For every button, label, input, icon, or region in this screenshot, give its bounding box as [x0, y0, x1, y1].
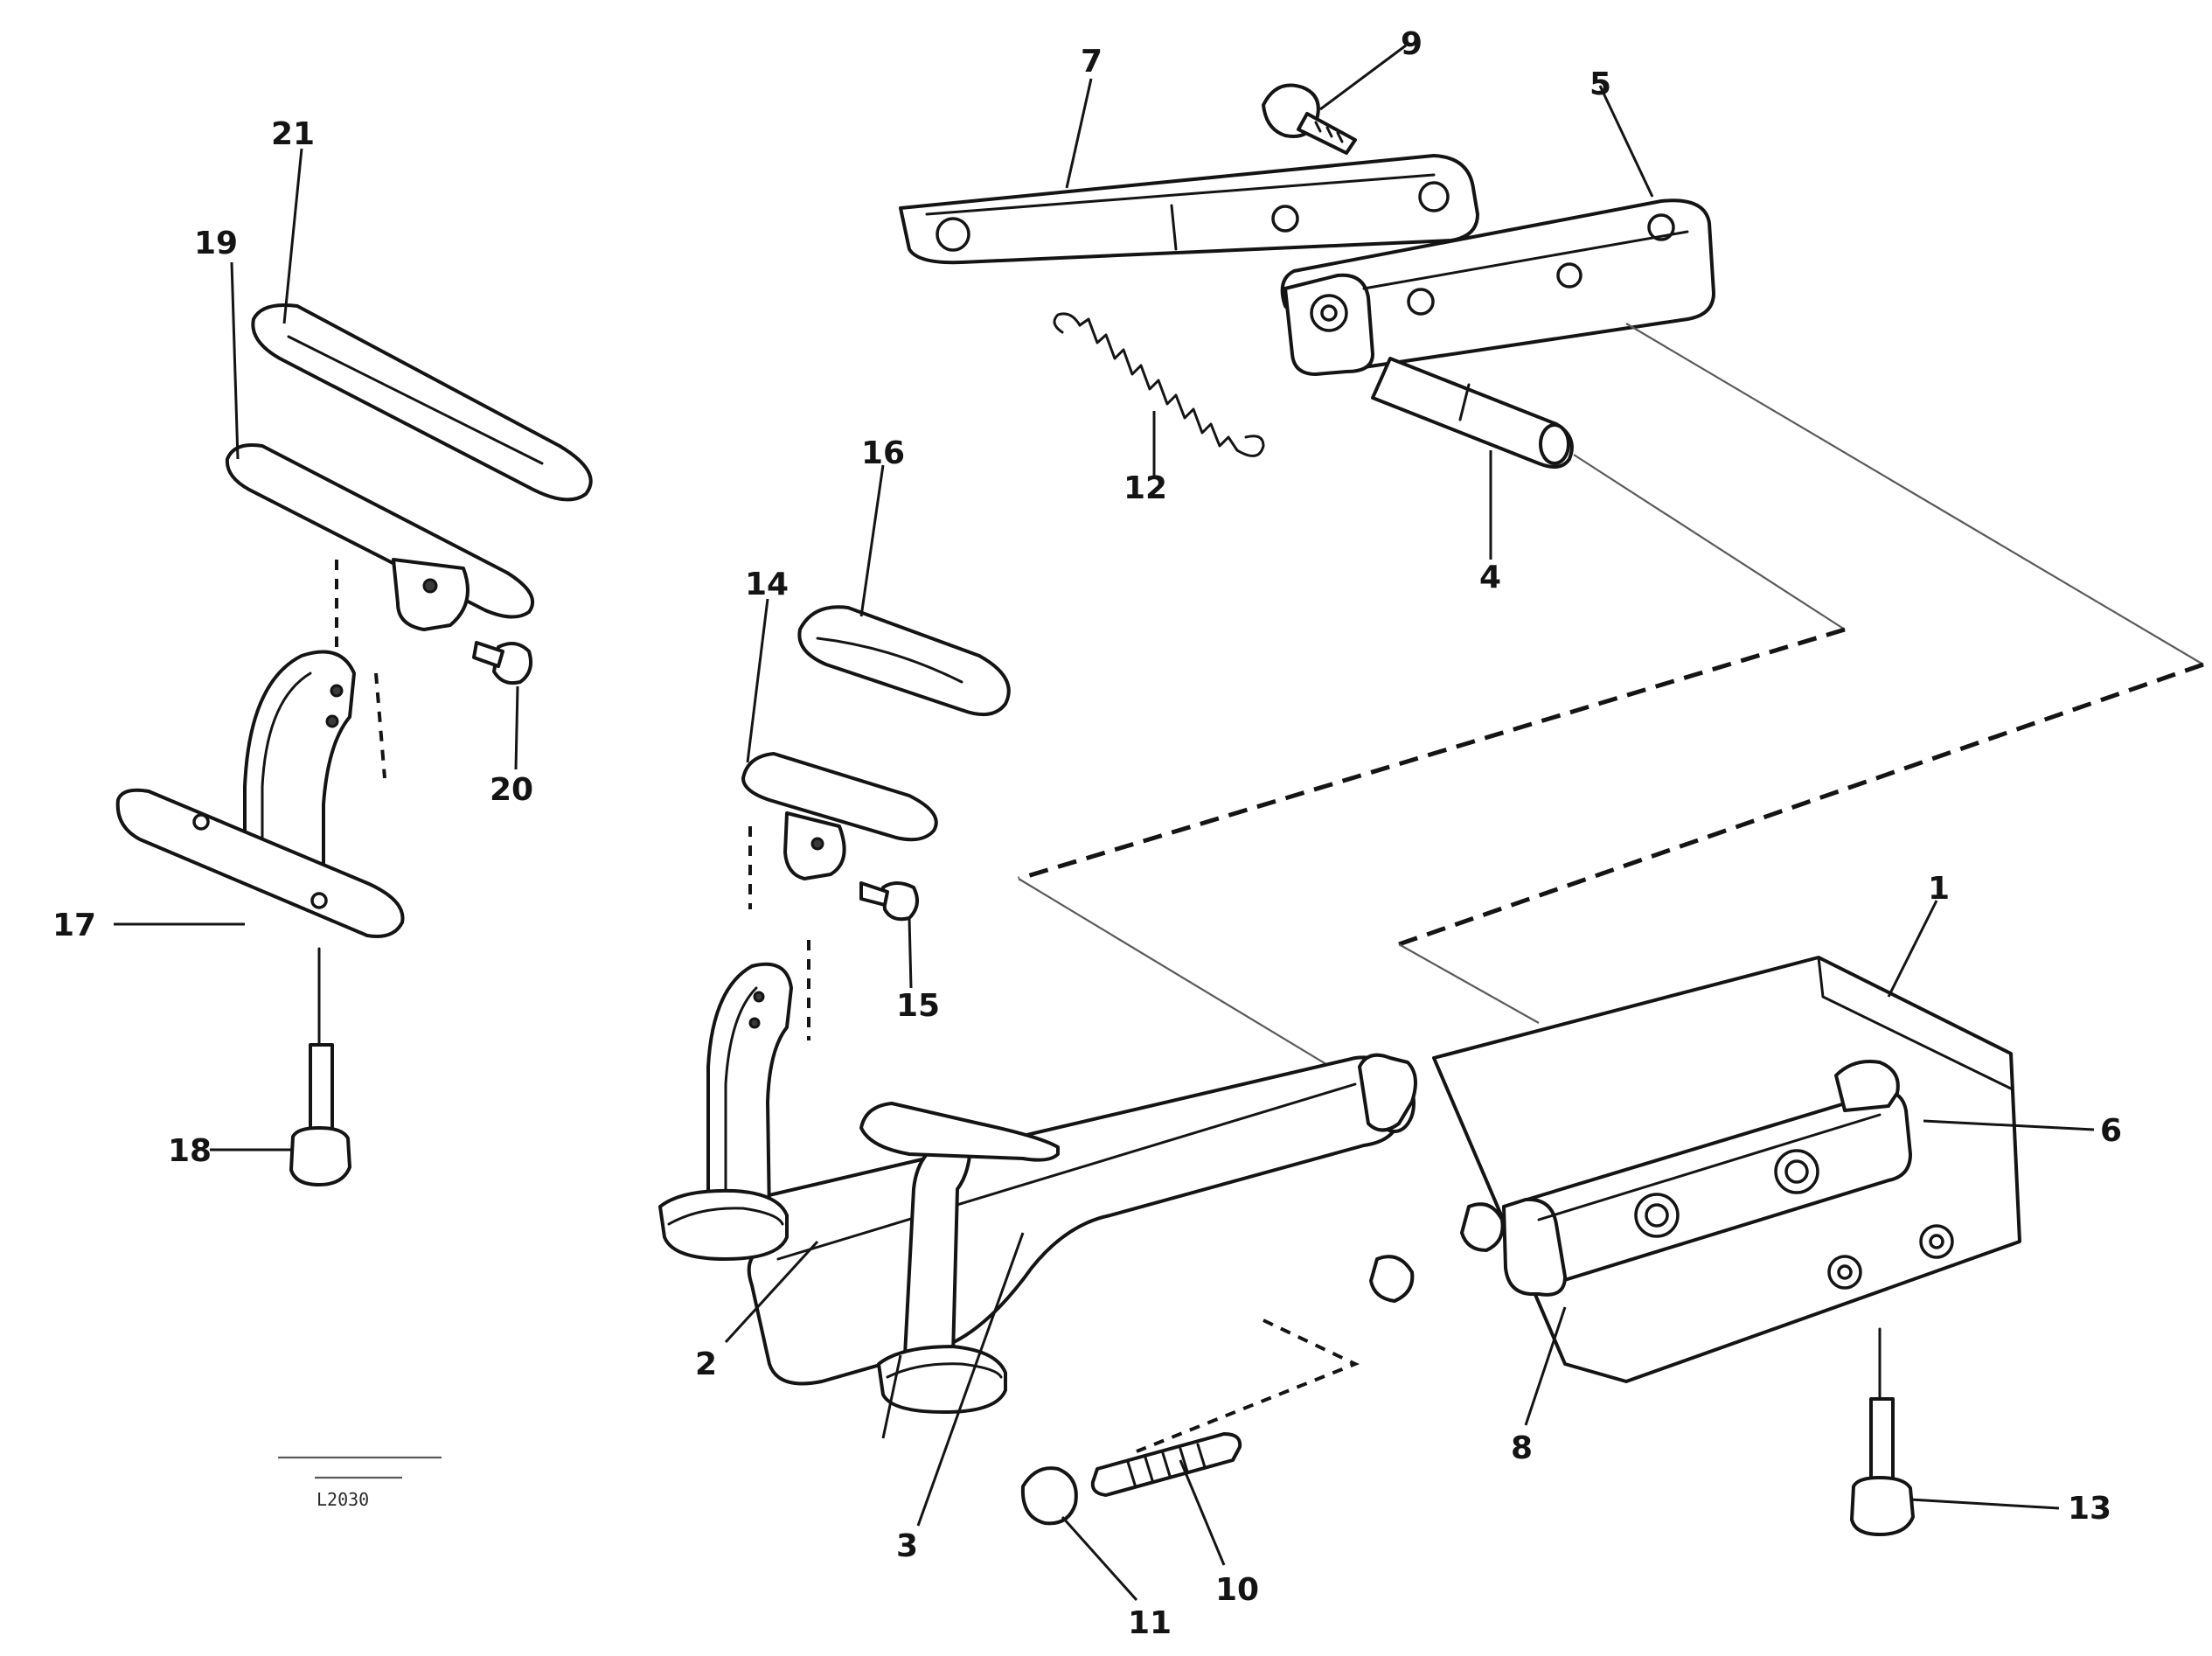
pedal-top-part-19 [225, 443, 534, 631]
callout-12: 12 [1123, 470, 1167, 506]
dashed-guide-bottom [1136, 1319, 1360, 1453]
washer-nut-part-6 [1369, 1060, 1900, 1303]
link-arm-part-7 [899, 154, 1479, 265]
callout-15: 15 [896, 988, 940, 1024]
bolt-part-20 [472, 641, 532, 685]
callout-13: 13 [2068, 1491, 2111, 1527]
leader-lines [114, 44, 2095, 1602]
callout-2: 2 [695, 1346, 717, 1382]
pedal-arm-part-17 [115, 650, 405, 938]
pedal-cap-part-16 [797, 605, 1011, 717]
callout-8: 8 [1511, 1430, 1533, 1466]
pivot-bushing-part-2 [1358, 1053, 1417, 1132]
spring-part-12 [1053, 312, 1265, 457]
callout-18: 18 [168, 1133, 212, 1169]
callout-labels: 7 9 5 4 12 16 14 15 1 6 8 2 3 10 11 13 2… [52, 26, 2122, 1641]
bracket-part-5 [1280, 198, 1715, 376]
stamp-code: L2030 [316, 1489, 369, 1510]
callout-6: 6 [2100, 1113, 2122, 1149]
callout-19: 19 [194, 226, 238, 261]
callout-10: 10 [1215, 1572, 1259, 1608]
nut-part-11 [1020, 1466, 1078, 1526]
bolt-part-13 [1850, 1327, 1915, 1536]
pin-part-4 [1371, 357, 1574, 469]
dashed-guide-left [335, 560, 386, 779]
callout-1: 1 [1928, 871, 1950, 907]
bolt-part-15 [859, 881, 919, 922]
callout-9: 9 [1401, 26, 1422, 62]
callout-3: 3 [896, 1528, 918, 1564]
callout-21: 21 [271, 116, 315, 152]
bolt-part-18 [289, 947, 351, 1186]
callout-11: 11 [1128, 1605, 1172, 1641]
frame-outline [1018, 323, 2204, 1072]
callout-17: 17 [52, 908, 96, 943]
spring-pin-part-10 [1090, 1432, 1242, 1497]
bolt-part-9 [1262, 83, 1357, 155]
reference-stamp: L2030 [278, 1456, 442, 1510]
callout-14: 14 [745, 567, 789, 602]
pivot-bracket-part-8 [1502, 1090, 1912, 1297]
callout-20: 20 [490, 772, 533, 808]
callout-5: 5 [1589, 66, 1611, 102]
pedal-top-part-14 [741, 752, 938, 880]
callout-7: 7 [1081, 44, 1103, 80]
callout-16: 16 [861, 435, 905, 471]
dashed-guide-center [748, 826, 810, 1040]
pedal-arm-left [658, 962, 793, 1261]
callout-4: 4 [1479, 560, 1501, 595]
pedal-arm-right [859, 1102, 1060, 1414]
